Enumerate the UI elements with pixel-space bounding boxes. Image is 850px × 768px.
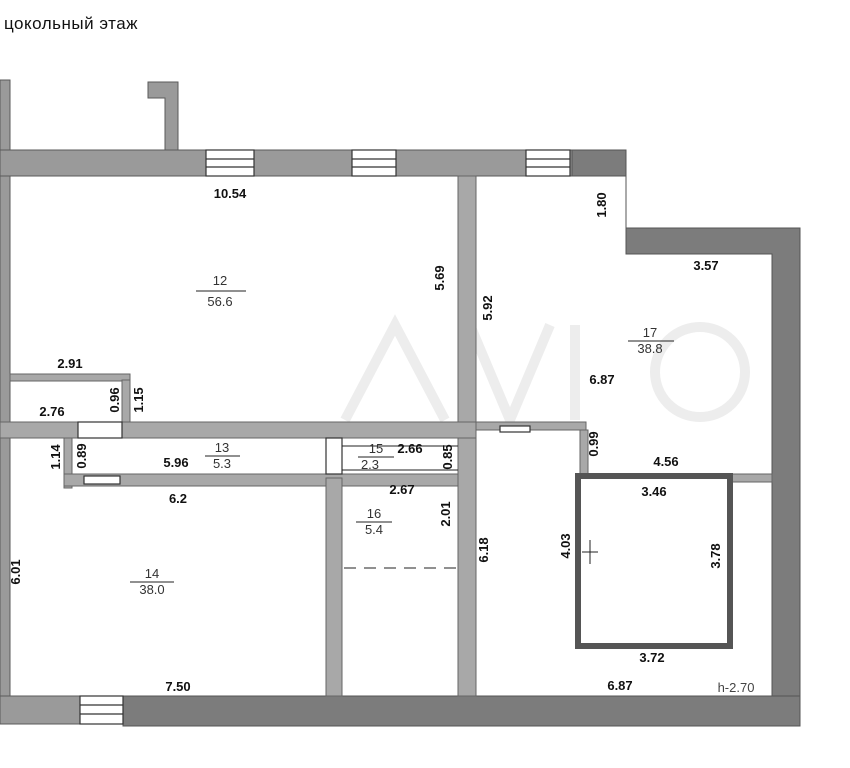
dim-6-01: 6.01: [8, 559, 23, 584]
floor-plan-title: цокольный этаж: [4, 14, 139, 33]
dim-1-80: 1.80: [594, 192, 609, 217]
window-1: [205, 149, 255, 177]
room-15-area: 2.3: [361, 457, 379, 472]
dim-0-89: 0.89: [74, 443, 89, 468]
watermark: [340, 314, 750, 433]
dim-5-96: 5.96: [163, 455, 188, 470]
room-14-number: 14: [145, 566, 159, 581]
bottom-left-wall: [0, 695, 81, 725]
top-wall: [0, 149, 573, 177]
ceiling-height-mark: h-2.70: [718, 680, 755, 695]
room-13-area: 5.3: [213, 456, 231, 471]
dim-2-01: 2.01: [438, 501, 453, 526]
room-17-label: 17 38.8: [628, 325, 674, 356]
opening-13: [77, 421, 123, 439]
wall-small-top: [9, 373, 131, 382]
room-12-area: 56.6: [207, 294, 232, 309]
wall-17-corridor: [475, 421, 587, 431]
dim-1-14: 1.14: [48, 444, 63, 470]
room-14-area: 38.0: [139, 582, 164, 597]
dim-3-72: 3.72: [639, 650, 664, 665]
room-12-number: 12: [213, 273, 227, 288]
room-12-label: 12 56.6: [196, 273, 246, 309]
room-15-number: 15: [369, 441, 383, 456]
room-13-number: 13: [215, 440, 229, 455]
dim-4-03: 4.03: [558, 533, 573, 558]
window-2: [351, 149, 397, 177]
dim-6-87-b: 6.87: [607, 678, 632, 693]
room-14-label: 14 38.0: [130, 566, 174, 597]
wall-stub: [147, 81, 179, 151]
room-17-area: 38.8: [637, 341, 662, 356]
interior-walls: [0, 175, 773, 697]
dim-0-96: 0.96: [107, 387, 122, 412]
opening-13-15: [325, 437, 343, 475]
room-15-label: 15 2.3: [358, 441, 394, 472]
dim-2-66: 2.66: [397, 441, 422, 456]
dim-6-18: 6.18: [476, 537, 491, 562]
room-13-label: 13 5.3: [205, 440, 240, 471]
dimensions: 10.54 5.69 5.92 1.80 3.57 6.87 2.91 0.96…: [8, 186, 723, 694]
room-16-area: 5.4: [365, 522, 383, 537]
dim-1-15: 1.15: [131, 387, 146, 412]
room-16-label: 16 5.4: [356, 506, 392, 537]
wall-12-17: [457, 175, 477, 423]
dim-3-46: 3.46: [641, 484, 666, 499]
dim-2-76: 2.76: [39, 404, 64, 419]
dim-2-91: 2.91: [57, 356, 82, 371]
dim-6-87-a: 6.87: [589, 372, 614, 387]
dim-6-2: 6.2: [169, 491, 187, 506]
opening-14: [83, 475, 121, 485]
dim-3-57: 3.57: [693, 258, 718, 273]
room-16-number: 16: [367, 506, 381, 521]
dim-5-92: 5.92: [480, 295, 495, 320]
windows: [79, 149, 571, 725]
wall-16-corridor: [457, 437, 477, 697]
wall-12-13: [0, 421, 477, 439]
dim-3-78: 3.78: [708, 543, 723, 568]
dim-5-69: 5.69: [432, 265, 447, 290]
dim-0-99: 0.99: [586, 431, 601, 456]
dim-2-67: 2.67: [389, 482, 414, 497]
wall-14-16: [325, 477, 343, 697]
window-3: [525, 149, 571, 177]
bottom-wall: [122, 695, 801, 727]
room-17-number: 17: [643, 325, 657, 340]
wall-bath-right: [729, 473, 773, 483]
dim-0-85: 0.85: [440, 444, 455, 469]
wall-13-left: [63, 437, 73, 489]
dim-4-56: 4.56: [653, 454, 678, 469]
dim-10-54: 10.54: [214, 186, 247, 201]
wall-small-right: [121, 379, 131, 423]
window-4: [79, 695, 124, 725]
dim-7-50: 7.50: [165, 679, 190, 694]
opening-17: [499, 425, 531, 433]
bathroom-block: [575, 473, 733, 649]
